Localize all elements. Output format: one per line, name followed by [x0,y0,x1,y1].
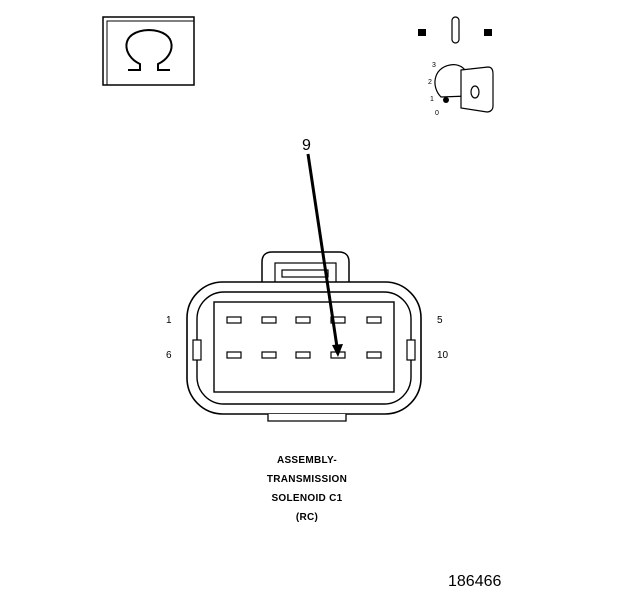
caption-line-2: TRANSMISSION [266,474,348,485]
caption-line-3: SOLENOID C1 [271,493,343,504]
callout-label: 9 [302,137,311,154]
pin-label-10: 10 [437,350,449,361]
caption-line-4: (RC) [295,512,319,523]
key-position-0: 0 [435,110,439,117]
pin-label-1: 1 [166,315,172,326]
pin-cavity-3 [295,316,311,324]
key-position-2: 2 [428,79,432,86]
pin-label-5: 5 [437,315,443,326]
omega-icon [102,16,195,86]
connector-face [186,251,422,422]
pin-cavities [226,316,382,359]
key-position-3: 3 [432,62,436,69]
callout-arrow [306,153,343,357]
pin-cavity-7 [261,351,277,359]
ignition-key-icon: 3 2 1 0 [418,16,494,117]
pin-cavity-4 [330,316,346,324]
pin-cavity-10 [366,351,382,359]
pin-cavity-8 [295,351,311,359]
pin-cavity-5 [366,316,382,324]
caption-line-1: ASSEMBLY- [276,455,338,466]
pin-label-6: 6 [166,350,172,361]
key-position-1: 1 [430,96,434,103]
pin-cavity-2 [261,316,277,324]
pin-cavity-1 [226,316,242,324]
pin-cavity-6 [226,351,242,359]
figure-id: 186466 [448,573,502,590]
